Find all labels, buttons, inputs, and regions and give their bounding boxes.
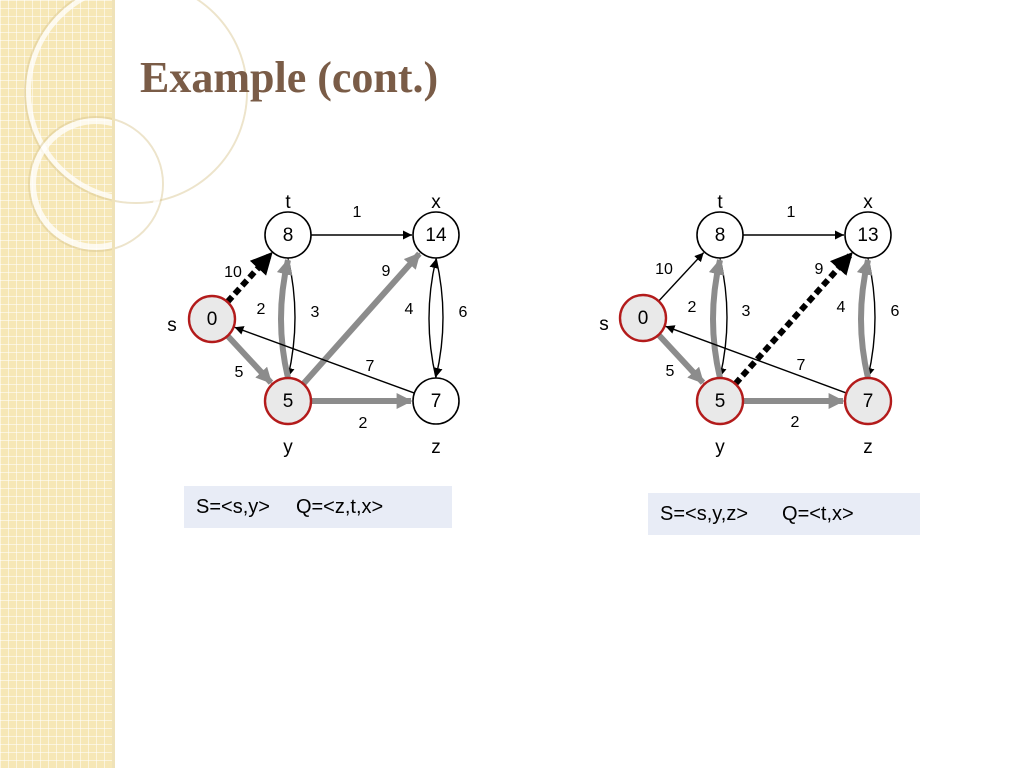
edge-z-s bbox=[665, 325, 847, 394]
node-distance-value: 5 bbox=[715, 391, 726, 412]
edge-weight-label: 4 bbox=[837, 299, 846, 316]
node-name-label: t bbox=[717, 192, 723, 213]
edge-weight-label: 2 bbox=[359, 415, 368, 432]
edge-s-y bbox=[656, 332, 706, 385]
edge-weight-label: 10 bbox=[655, 261, 673, 278]
edge-weight-label: 5 bbox=[235, 364, 244, 381]
status-box-after: S=<s,y,z> Q=<t,x> bbox=[648, 493, 920, 535]
node-t bbox=[696, 211, 744, 259]
edge-weight-label: 3 bbox=[311, 304, 320, 321]
sidebar-pattern bbox=[0, 0, 246, 768]
node-z bbox=[412, 377, 460, 425]
node-y bbox=[695, 376, 745, 426]
edge-x-z bbox=[865, 257, 876, 378]
node-name-label: y bbox=[715, 437, 725, 458]
edge-y-t bbox=[708, 258, 725, 379]
edge-weight-label: 2 bbox=[791, 414, 800, 431]
node-name-label: s bbox=[167, 315, 177, 336]
edge-weight-label: 6 bbox=[459, 304, 468, 321]
edge-weight-label: 1 bbox=[353, 204, 362, 221]
node-distance-value: 8 bbox=[283, 225, 294, 246]
edge-weight-label: 4 bbox=[405, 301, 414, 318]
visited-set-text: S=<s,y> bbox=[196, 495, 270, 518]
edge-s-t bbox=[658, 252, 705, 302]
node-name-label: z bbox=[863, 437, 873, 458]
edge-z-x bbox=[856, 258, 873, 379]
node-y bbox=[263, 376, 313, 426]
node-s bbox=[618, 293, 668, 343]
page-title: Example (cont.) bbox=[140, 53, 439, 102]
sidebar-divider bbox=[112, 0, 115, 768]
node-x bbox=[412, 211, 460, 259]
edge-weight-label: 3 bbox=[742, 303, 751, 320]
edge-weight-label: 7 bbox=[366, 358, 375, 375]
queue-text: Q=<t,x> bbox=[782, 502, 854, 525]
node-name-label: x bbox=[863, 192, 873, 213]
node-distance-value: 13 bbox=[857, 225, 878, 246]
edge-y-x bbox=[301, 251, 422, 386]
visited-set-text: S=<s,y,z> bbox=[660, 502, 749, 525]
edge-t-y bbox=[285, 257, 296, 378]
edge-z-x bbox=[428, 258, 439, 379]
node-distance-value: 0 bbox=[638, 308, 649, 329]
node-name-label: x bbox=[431, 192, 441, 213]
decorative-ring-middle bbox=[30, 118, 162, 250]
graph-after: 10 5 1 2 3 9 4 6 7 2 0 s 8 t 13 x 5 y 7 z bbox=[599, 192, 899, 458]
node-distance-value: 14 bbox=[425, 225, 447, 246]
edge-weight-label: 9 bbox=[382, 263, 391, 280]
graph-before: 10 5 1 2 3 9 4 6 7 2 0 s 8 t 14 x 5 y 7 z bbox=[167, 192, 467, 458]
edge-x-z bbox=[433, 257, 444, 378]
edge-weight-label: 5 bbox=[666, 363, 675, 380]
edge-z-s bbox=[234, 326, 415, 394]
node-z bbox=[843, 376, 893, 426]
node-s bbox=[187, 294, 237, 344]
edge-weight-label: 6 bbox=[891, 303, 900, 320]
edge-weight-label: 9 bbox=[815, 261, 824, 278]
node-name-label: z bbox=[431, 437, 441, 458]
node-distance-value: 8 bbox=[715, 225, 726, 246]
edge-weight-label: 1 bbox=[787, 204, 796, 221]
node-name-label: s bbox=[599, 314, 609, 335]
edge-weight-label: 2 bbox=[257, 301, 266, 318]
node-x bbox=[844, 211, 892, 259]
node-name-label: y bbox=[283, 437, 293, 458]
node-distance-value: 5 bbox=[283, 391, 294, 412]
node-t bbox=[264, 211, 312, 259]
edge-s-y bbox=[225, 333, 274, 385]
edge-weight-label: 10 bbox=[224, 264, 242, 281]
edge-y-x bbox=[733, 251, 854, 386]
node-name-label: t bbox=[285, 192, 291, 213]
node-distance-value: 7 bbox=[863, 391, 874, 412]
status-box-before: S=<s,y> Q=<z,t,x> bbox=[184, 486, 452, 528]
node-distance-value: 7 bbox=[431, 391, 442, 412]
edge-weight-label: 2 bbox=[688, 299, 697, 316]
edge-y-t bbox=[276, 258, 293, 379]
node-distance-value: 0 bbox=[207, 309, 218, 330]
edge-t-y bbox=[717, 257, 728, 378]
edge-weight-label: 7 bbox=[797, 357, 806, 374]
queue-text: Q=<z,t,x> bbox=[295, 495, 384, 518]
